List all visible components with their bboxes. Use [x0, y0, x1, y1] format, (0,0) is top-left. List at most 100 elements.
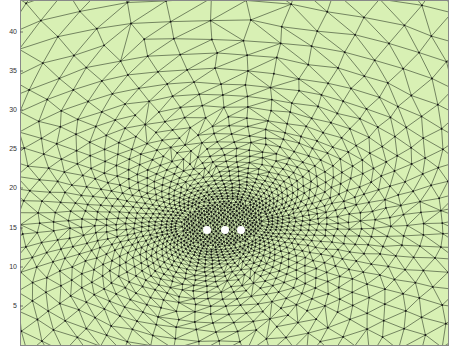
mesh-vertex: [255, 194, 257, 196]
mesh-vertex: [244, 191, 246, 193]
mesh-vertex: [204, 214, 206, 216]
mesh-vertex: [208, 200, 210, 202]
mesh-vertex: [252, 222, 254, 224]
mesh-vertex: [210, 242, 212, 244]
mesh-vertex: [249, 220, 251, 222]
mesh-vertex: [270, 87, 272, 89]
mesh-vertex: [212, 240, 214, 242]
mesh-vertex: [107, 182, 109, 184]
mesh-vertex: [275, 206, 277, 208]
mesh-vertex: [394, 279, 396, 281]
mesh-vertex: [276, 326, 278, 328]
mesh-vertex: [157, 217, 159, 219]
mesh-vertex: [306, 310, 308, 312]
mesh-vertex: [253, 282, 255, 284]
mesh-vertex: [214, 67, 216, 69]
mesh-vertex: [192, 233, 194, 235]
mesh-vertex: [166, 230, 168, 232]
mesh-vertex: [255, 228, 257, 230]
mesh-vertex: [437, 104, 439, 106]
mesh-vertex: [193, 254, 195, 256]
mesh-vertex: [311, 45, 313, 47]
mesh-vertex: [368, 297, 370, 299]
mesh-vertex: [383, 320, 385, 322]
mesh-vertex: [332, 165, 334, 167]
mesh-vertex: [204, 267, 206, 269]
mesh-vertex: [309, 224, 311, 226]
mesh-vertex: [424, 157, 426, 159]
mesh-vertex: [162, 255, 164, 257]
mesh-vertex: [295, 221, 297, 223]
mesh-vertex: [420, 211, 422, 213]
mesh-vertex: [111, 93, 113, 95]
mesh-vertex: [32, 282, 34, 284]
mesh-vertex: [421, 116, 423, 118]
mesh-vertex: [255, 233, 257, 235]
mesh-vertex: [119, 211, 121, 213]
mesh-vertex: [302, 215, 304, 217]
mesh-vertex: [279, 245, 281, 247]
mesh-vertex: [283, 207, 285, 209]
mesh-vertex: [419, 245, 421, 247]
mesh-vertex: [259, 187, 261, 189]
mesh-vertex: [77, 119, 79, 121]
mesh-vertex: [272, 223, 274, 225]
mesh-vertex: [189, 127, 191, 129]
mesh-vertex: [48, 167, 50, 169]
mesh-vertex: [159, 227, 161, 229]
mesh-vertex: [100, 188, 102, 190]
mesh-vertex: [103, 44, 105, 46]
mesh-vertex: [127, 2, 129, 4]
mesh-vertex: [266, 263, 268, 265]
mesh-vertex: [203, 205, 205, 207]
mesh-vertex: [257, 210, 259, 212]
mesh-vertex: [46, 252, 48, 254]
mesh-vertex: [221, 208, 223, 210]
mesh-vertex: [178, 217, 180, 219]
mesh-vertex: [134, 114, 136, 116]
mesh-vertex: [191, 257, 193, 259]
mesh-vertex: [232, 259, 234, 261]
mesh-vertex: [182, 259, 184, 261]
mesh-vertex: [192, 202, 194, 204]
mesh-vertex: [255, 212, 257, 214]
mesh-vertex: [243, 207, 245, 209]
mesh-vertex: [169, 203, 171, 205]
mesh-vertex: [187, 246, 189, 248]
mesh-vertex: [186, 189, 188, 191]
mesh-vertex: [343, 200, 345, 202]
mesh-vertex: [265, 144, 267, 146]
mesh-vertex: [185, 236, 187, 238]
mesh-vertex: [267, 224, 269, 226]
mesh-vertex: [272, 285, 274, 287]
mesh-vertex: [262, 237, 264, 239]
mesh-vertex: [105, 197, 107, 199]
mesh-vertex: [60, 110, 62, 112]
mesh-vertex: [126, 200, 128, 202]
mesh-vertex: [250, 248, 252, 250]
mesh-vertex: [204, 238, 206, 240]
mesh-vertex: [342, 336, 344, 338]
mesh-vertex: [314, 287, 316, 289]
mesh-vertex: [248, 149, 250, 151]
mesh-vertex: [246, 117, 248, 119]
mesh-vertex: [192, 290, 194, 292]
mesh-vertex: [190, 236, 192, 238]
mesh-vertex: [278, 291, 280, 293]
mesh-vertex: [271, 239, 273, 241]
mesh-vertex: [228, 240, 230, 242]
mesh-vertex: [263, 192, 265, 194]
mesh-vertex: [252, 241, 254, 243]
mesh-vertex: [367, 244, 369, 246]
mesh-vertex: [186, 268, 188, 270]
mesh-vertex: [220, 210, 222, 212]
mesh-vertex: [260, 195, 262, 197]
mesh-vertex: [181, 212, 183, 214]
mesh-vertex: [175, 310, 177, 312]
mesh-vertex: [119, 256, 121, 258]
mesh-vertex: [339, 276, 341, 278]
mesh-vertex: [282, 219, 284, 221]
mesh-vertex: [170, 21, 172, 23]
mesh-vertex: [229, 209, 231, 211]
mesh-vertex: [162, 155, 164, 157]
